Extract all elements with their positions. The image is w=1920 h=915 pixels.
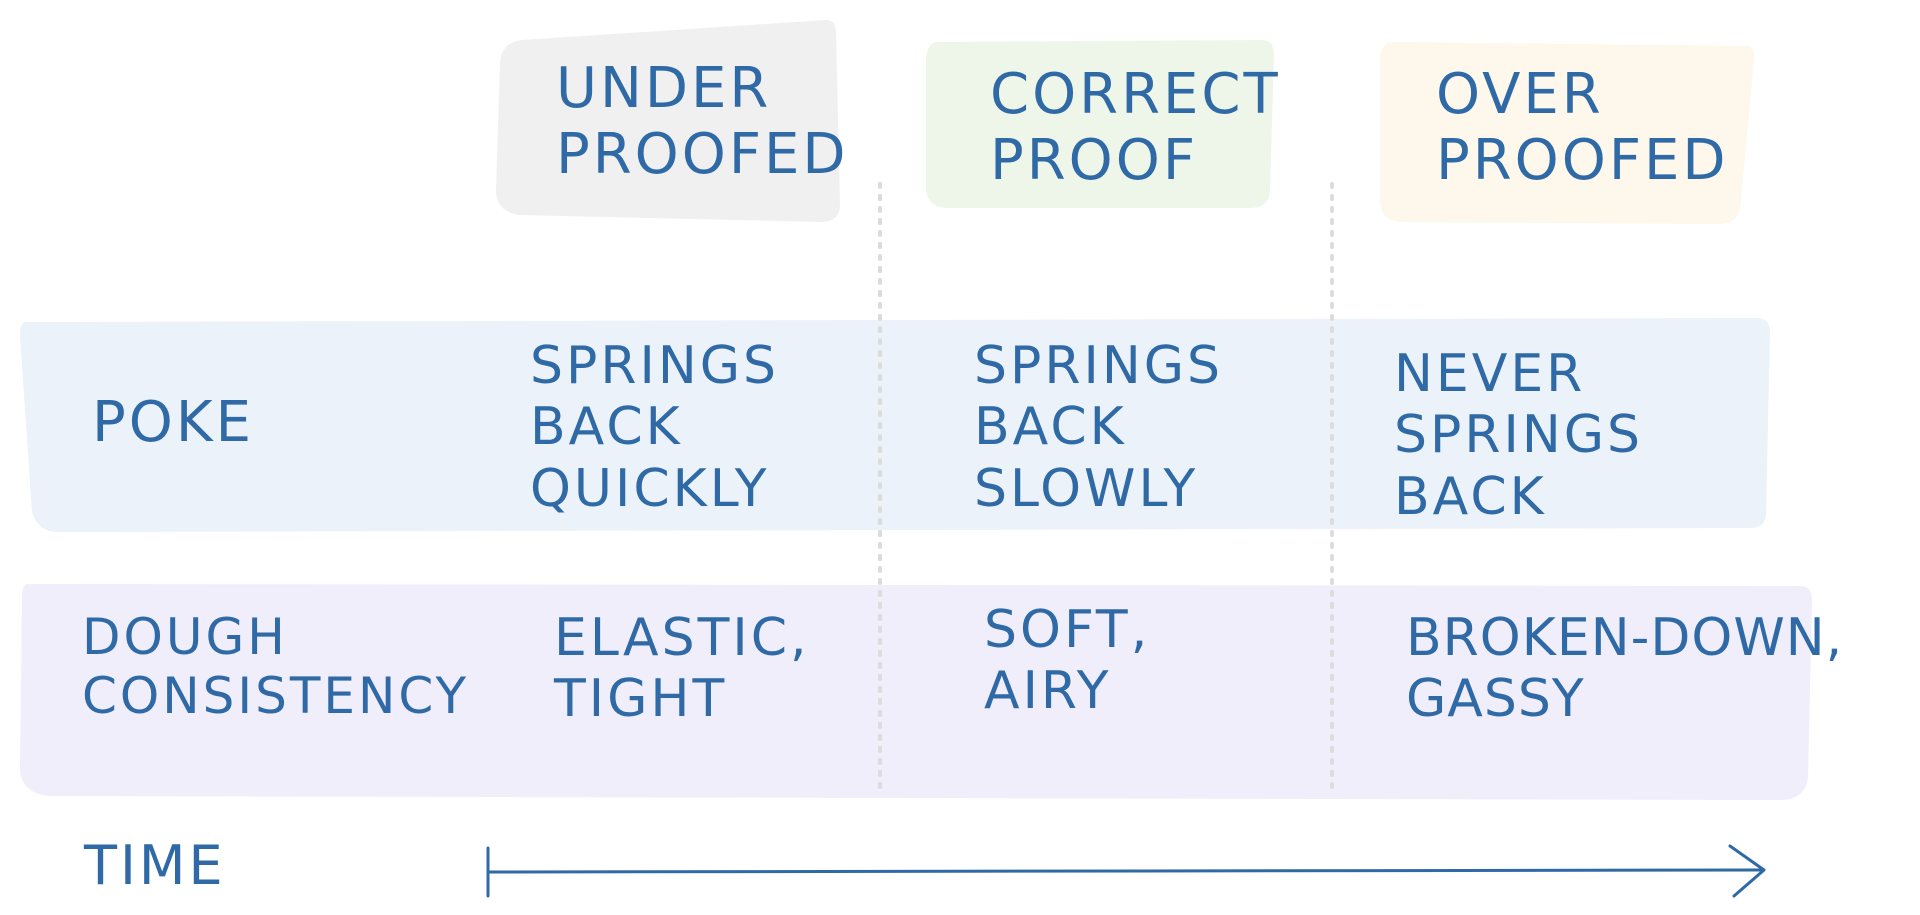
cell-dough-correct-proof: SOFT, AIRY xyxy=(984,600,1151,722)
row-label-dough-consistency: DOUGH CONSISTENCY xyxy=(82,608,470,725)
cell-dough-under-proofed: ELASTIC, TIGHT xyxy=(554,608,810,730)
column-header-bg-correct-proof xyxy=(926,40,1274,208)
cell-poke-correct-proof: SPRINGS BACK SLOWLY xyxy=(974,336,1224,519)
column-header-under-proofed: UNDER PROOFED xyxy=(556,56,849,188)
cell-poke-under-proofed: SPRINGS BACK QUICKLY xyxy=(530,336,780,519)
row-label-poke: POKE xyxy=(92,390,254,455)
row-band-bg-poke xyxy=(20,318,1770,532)
column-header-over-proofed: OVER PROOFED xyxy=(1436,62,1729,194)
time-arrow-head-icon xyxy=(1728,844,1766,898)
column-header-correct-proof: CORRECT PROOF xyxy=(990,62,1281,194)
column-header-bg-over-proofed xyxy=(1380,42,1755,224)
time-axis-label: TIME xyxy=(84,834,226,897)
column-header-bg-under-proofed xyxy=(496,20,840,222)
cell-poke-over-proofed: NEVER SPRINGS BACK xyxy=(1394,344,1644,527)
row-band-bg-dough-consistency xyxy=(20,584,1812,800)
cell-dough-over-proofed: BROKEN-DOWN, GASSY xyxy=(1406,608,1844,730)
time-arrow-shaft xyxy=(488,868,1764,874)
